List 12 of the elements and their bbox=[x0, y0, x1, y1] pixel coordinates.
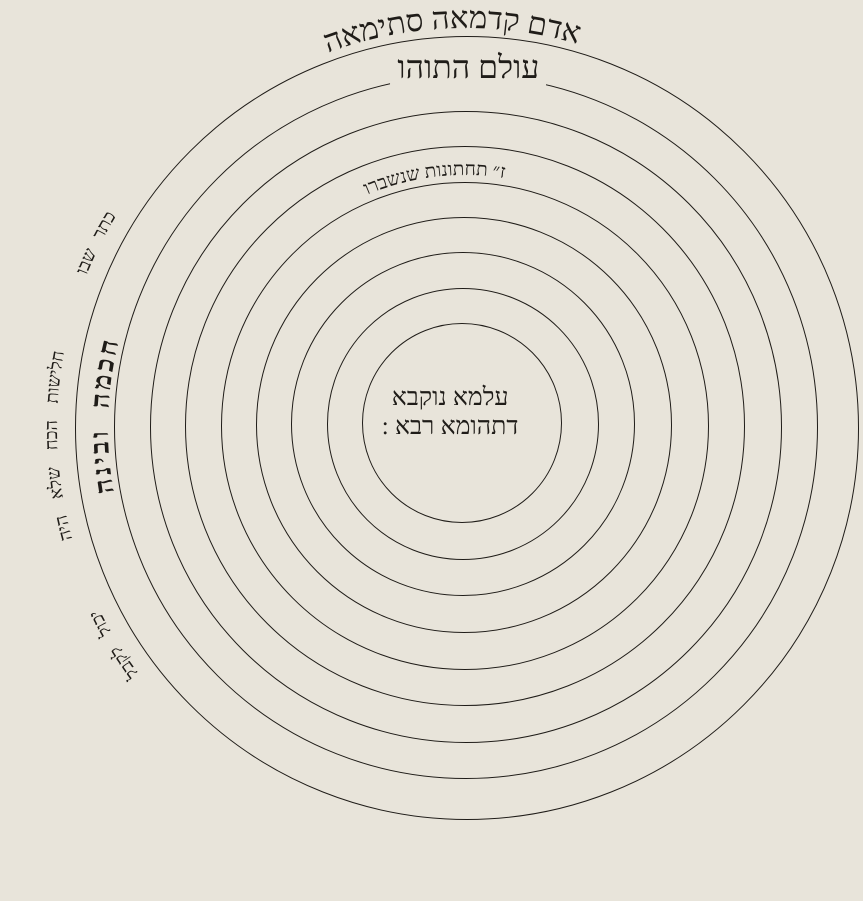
center-label: עלמא נוקבא דתהומא רבא : bbox=[380, 384, 520, 442]
concentric-circle bbox=[291, 252, 636, 596]
concentric-circle bbox=[326, 288, 599, 560]
ring-label: ז״ תחתונות שנשברו bbox=[360, 158, 506, 200]
concentric-circle bbox=[256, 216, 672, 633]
concentric-circle bbox=[150, 110, 782, 743]
concentric-circle bbox=[362, 323, 562, 524]
concentric-circle bbox=[185, 146, 746, 706]
curved-caption: חכמה ובינה bbox=[84, 334, 125, 496]
curved-caption: חלישות הכח שלא היה bbox=[40, 349, 76, 544]
curved-caption: יכול לקבל bbox=[84, 607, 142, 684]
curved-caption: כתר שבו bbox=[72, 207, 120, 278]
